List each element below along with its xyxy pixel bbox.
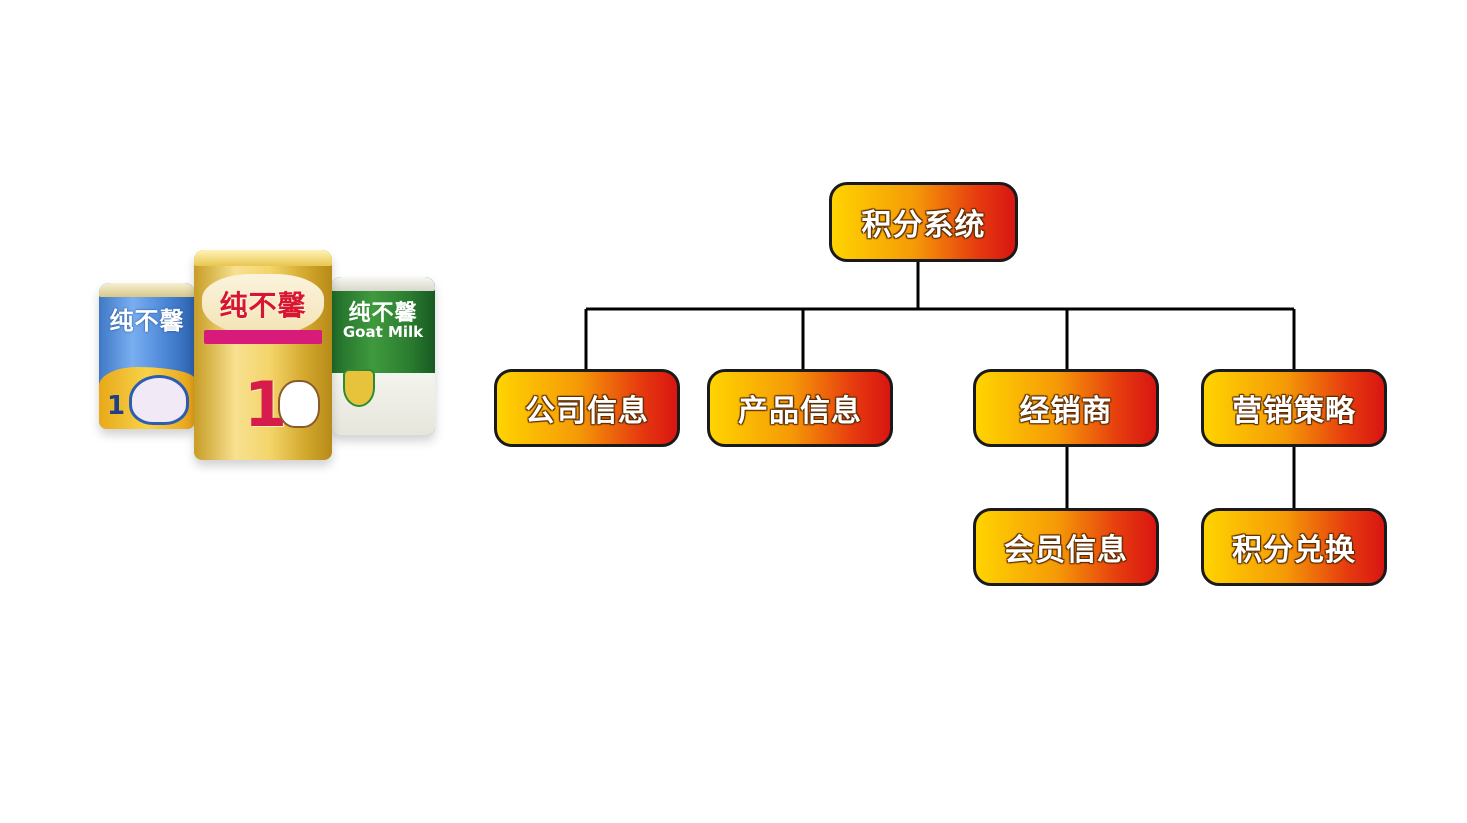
- node-distributor: 经销商: [973, 369, 1159, 447]
- node-marketing-strategy: 营销策略: [1201, 369, 1387, 447]
- can-brand-label: 纯不馨: [348, 301, 418, 326]
- node-points-exchange: 积分兑换: [1201, 508, 1387, 586]
- can-brand-label: 纯不馨: [109, 307, 185, 335]
- formula-can-gold: 纯不馨 1: [194, 250, 332, 460]
- can-stage-number: 1: [107, 391, 126, 421]
- node-points-system: 积分系统: [829, 182, 1018, 262]
- node-product-info: 产品信息: [707, 369, 893, 447]
- can-brand-label: 纯不馨: [219, 289, 307, 322]
- goat-mascot-icon: [278, 380, 320, 428]
- can-heart-emblem: [202, 274, 324, 336]
- can-ribbon: [204, 330, 322, 344]
- can-lid: [99, 283, 195, 297]
- product-cans-illustration: 纯不馨 1 纯不馨 1 纯不馨 Goat Milk: [95, 245, 440, 475]
- can-lid: [194, 250, 332, 266]
- can-lid: [331, 277, 435, 291]
- can-subtitle: Goat Milk: [342, 323, 424, 341]
- node-member-info: 会员信息: [973, 508, 1159, 586]
- formula-can-blue: 纯不馨 1: [99, 283, 195, 429]
- node-company-info: 公司信息: [494, 369, 680, 447]
- shield-badge-icon: [343, 369, 375, 407]
- formula-can-green: 纯不馨 Goat Milk: [331, 277, 435, 435]
- can-heart-emblem: [129, 375, 189, 425]
